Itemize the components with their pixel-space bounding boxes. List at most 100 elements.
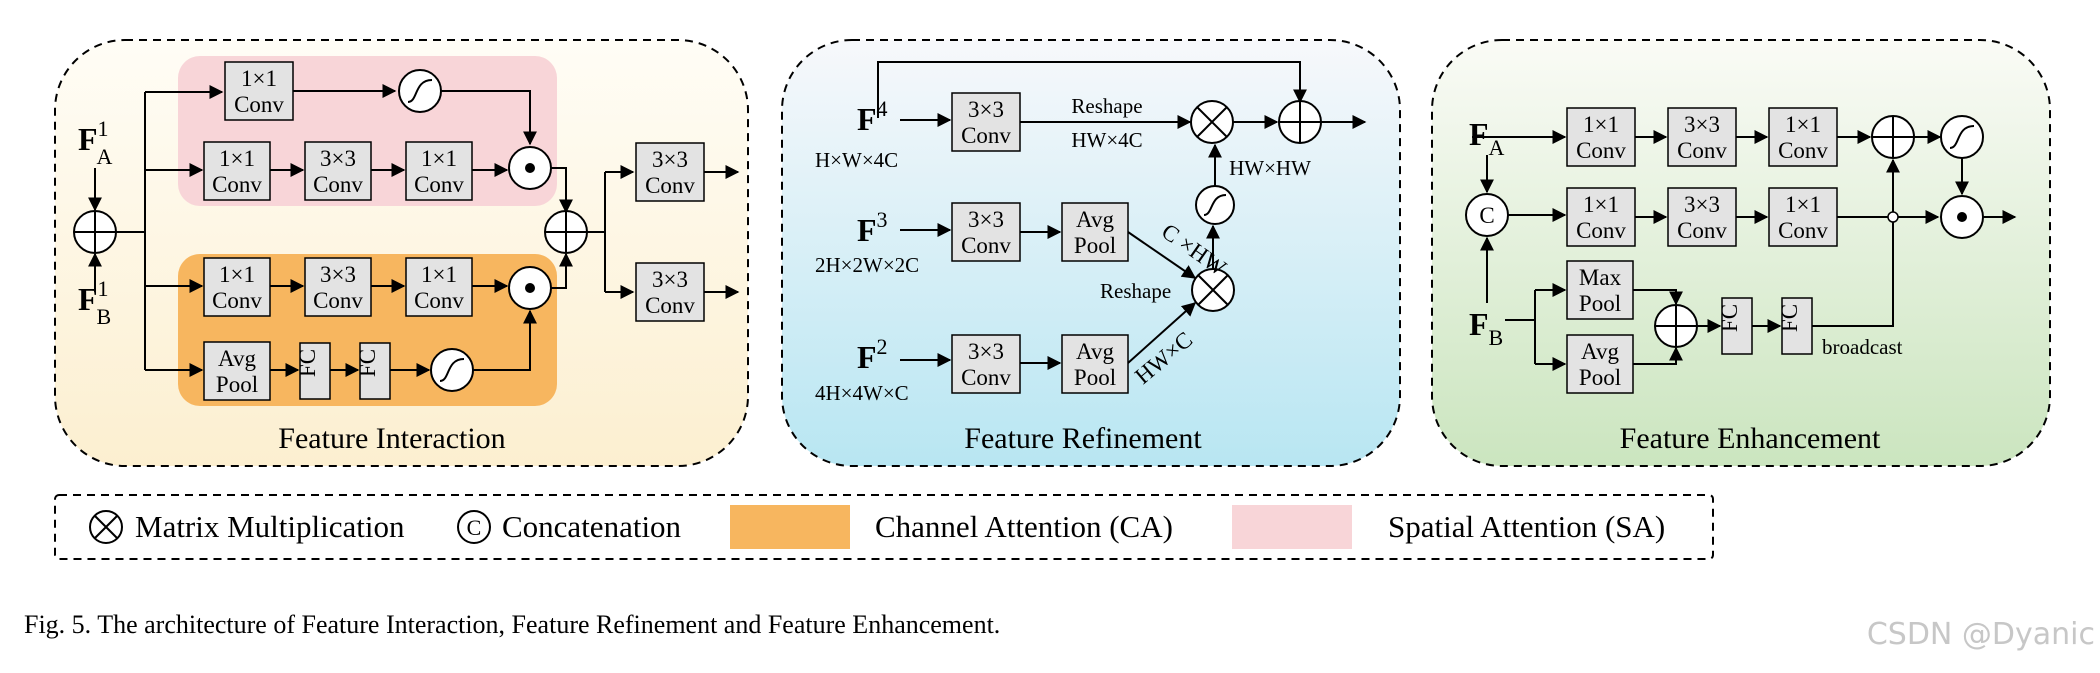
legend-spatial-attention: Spatial Attention (SA) xyxy=(1388,509,1665,544)
refine-conv-boxes: 3×3 Conv 3×3 Conv 3×3 Conv xyxy=(951,92,1021,394)
svg-text:C: C xyxy=(1479,203,1494,228)
svg-text:Conv: Conv xyxy=(1778,218,1828,243)
fa-label: FA xyxy=(1469,116,1505,160)
svg-text:Conv: Conv xyxy=(234,92,284,117)
sigmoid-icon-refine xyxy=(1195,185,1235,225)
broadcast-label: broadcast xyxy=(1822,335,1903,359)
sum-icon-refine xyxy=(1278,100,1322,144)
reshape-top-label: Reshape xyxy=(1071,94,1142,118)
merge-sum-icon xyxy=(544,210,588,254)
sa-row2-boxes: 1×1 Conv 3×3 Conv 1×1 Conv xyxy=(203,141,473,201)
svg-text:Conv: Conv xyxy=(961,123,1011,148)
svg-text:Conv: Conv xyxy=(313,288,363,313)
f4-dims: H×W×4C xyxy=(815,148,898,172)
svg-text:Conv: Conv xyxy=(414,172,464,197)
svg-text:Conv: Conv xyxy=(1576,138,1626,163)
reshape-mid-label: Reshape xyxy=(1100,279,1171,303)
matrix-mult-legend-icon xyxy=(89,510,123,544)
svg-text:3×3: 3×3 xyxy=(968,97,1004,122)
f3-dims: 2H×2W×2C xyxy=(815,253,919,277)
legend-concat: Concatenation xyxy=(502,509,682,544)
f2-label: F2 xyxy=(857,334,888,375)
f4-label: F4 xyxy=(857,96,888,137)
hw-hw-label: HW×HW xyxy=(1229,156,1311,180)
legend: Matrix Multiplication C Concatenation Ch… xyxy=(54,494,1714,560)
svg-text:1×1: 1×1 xyxy=(241,66,277,91)
concat-legend-icon: C xyxy=(457,510,491,544)
svg-text:1×1: 1×1 xyxy=(219,262,255,287)
svg-text:1×1: 1×1 xyxy=(219,146,255,171)
ca-legend-swatch xyxy=(730,505,850,549)
sigmoid-icon-enhance xyxy=(1940,115,1984,159)
output-conv-boxes: 3×3 Conv 3×3 Conv xyxy=(635,142,705,322)
svg-text:1×1: 1×1 xyxy=(1785,192,1821,217)
svg-text:FC: FC xyxy=(1777,304,1802,332)
elementwise-mult-icon-ca xyxy=(508,266,552,310)
interaction-title: Feature Interaction xyxy=(278,422,505,455)
feature-refinement-panel: F4 H×W×4C F3 2H×2W×2C F2 4H×4W×C 3×3 Con… xyxy=(781,39,1401,467)
svg-text:Conv: Conv xyxy=(313,172,363,197)
svg-text:Conv: Conv xyxy=(961,233,1011,258)
f3-label: F3 xyxy=(857,207,888,248)
svg-text:Avg: Avg xyxy=(1076,207,1114,232)
svg-text:Conv: Conv xyxy=(1576,218,1626,243)
svg-text:C: C xyxy=(467,515,482,540)
elementwise-mult-icon xyxy=(508,146,552,190)
refine-pool-boxes: Avg Pool Avg Pool xyxy=(1061,202,1129,394)
svg-text:3×3: 3×3 xyxy=(1684,112,1720,137)
svg-text:1×1: 1×1 xyxy=(1785,112,1821,137)
svg-text:FC: FC xyxy=(295,349,320,377)
feature-enhancement-panel: FA FB C 1×1 Conv 3×3 Conv 1×1 Conv xyxy=(1431,39,2051,467)
svg-text:FC: FC xyxy=(355,349,380,377)
enhance-row2-boxes: 1×1 Conv 3×3 Conv 1×1 Conv xyxy=(1566,187,1838,247)
sum-icon-enhance xyxy=(1654,304,1698,348)
svg-text:3×3: 3×3 xyxy=(320,262,356,287)
svg-text:Conv: Conv xyxy=(1677,138,1727,163)
svg-text:Conv: Conv xyxy=(645,173,695,198)
legend-channel-attention: Channel Attention (CA) xyxy=(875,509,1173,544)
svg-text:Conv: Conv xyxy=(1778,138,1828,163)
fb-label: FB xyxy=(1469,306,1503,350)
svg-text:Conv: Conv xyxy=(212,288,262,313)
svg-text:1×1: 1×1 xyxy=(1583,112,1619,137)
svg-text:Conv: Conv xyxy=(1677,218,1727,243)
svg-text:Pool: Pool xyxy=(216,372,258,397)
svg-text:1×1: 1×1 xyxy=(421,262,457,287)
svg-text:Conv: Conv xyxy=(961,365,1011,390)
refinement-title: Feature Refinement xyxy=(964,422,1202,455)
svg-text:3×3: 3×3 xyxy=(968,339,1004,364)
svg-text:FC: FC xyxy=(1717,304,1742,332)
svg-text:3×3: 3×3 xyxy=(320,146,356,171)
elementwise-mult-icon-enhance xyxy=(1940,195,1984,239)
matrix-mult-icon-mid xyxy=(1191,268,1235,312)
sigmoid-icon-ca xyxy=(430,348,474,392)
svg-text:3×3: 3×3 xyxy=(652,267,688,292)
enhance-row1-boxes: 1×1 Conv 3×3 Conv 1×1 Conv xyxy=(1566,107,1838,167)
enhance-fc-boxes: FC FC xyxy=(1717,297,1813,355)
svg-text:3×3: 3×3 xyxy=(968,207,1004,232)
svg-text:Avg: Avg xyxy=(1581,339,1619,364)
concat-icon: C xyxy=(1465,193,1509,237)
enhancement-title: Feature Enhancement xyxy=(1620,422,1881,455)
svg-text:1×1: 1×1 xyxy=(421,146,457,171)
svg-text:Conv: Conv xyxy=(414,288,464,313)
figure-caption: Fig. 5. The architecture of Feature Inte… xyxy=(24,610,1000,639)
svg-text:Conv: Conv xyxy=(645,293,695,318)
svg-text:1×1: 1×1 xyxy=(1583,192,1619,217)
svg-text:Avg: Avg xyxy=(218,346,256,371)
sum-icon-enhance-top xyxy=(1871,115,1915,159)
svg-text:Pool: Pool xyxy=(1074,365,1116,390)
reshape-top-dims: HW×4C xyxy=(1071,128,1142,152)
svg-text:Conv: Conv xyxy=(212,172,262,197)
svg-text:Pool: Pool xyxy=(1579,291,1621,316)
svg-text:Max: Max xyxy=(1579,265,1622,290)
sigmoid-icon xyxy=(398,69,442,113)
svg-text:Pool: Pool xyxy=(1074,233,1116,258)
svg-text:3×3: 3×3 xyxy=(652,147,688,172)
sa-legend-swatch xyxy=(1232,505,1352,549)
f2-dims: 4H×4W×C xyxy=(815,381,909,405)
